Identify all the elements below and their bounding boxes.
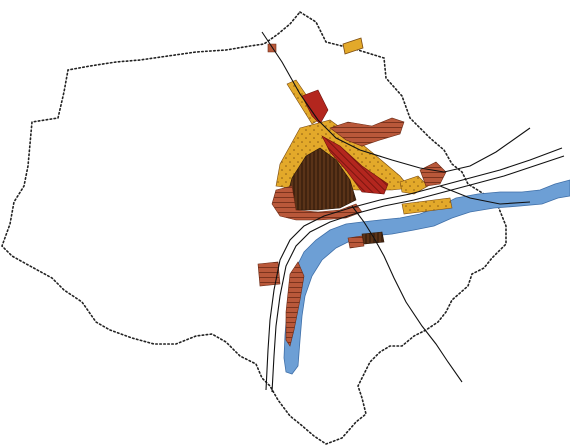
zone-red-wedge: [301, 89, 329, 125]
zone-rust-upper: [329, 117, 405, 147]
land-use-zones: [257, 37, 453, 347]
zone-red-central: [321, 135, 389, 195]
railway-main-b: [271, 155, 565, 393]
railway-south-branch: [351, 205, 463, 383]
zone-ochre-east: [399, 175, 429, 195]
zone-dark-island: [361, 231, 385, 245]
zone-ochre-riverbank: [401, 197, 453, 215]
zone-rust-east: [419, 161, 447, 187]
zone-rust-island: [347, 235, 365, 249]
zone-rust-south-strip: [285, 261, 305, 347]
railway-north-diagonal: [261, 31, 531, 173]
railway-lines: [261, 31, 565, 393]
zone-rust-west: [257, 261, 281, 287]
city-boundary: [1, 10, 507, 445]
railway-main-a: [265, 147, 563, 391]
railway-east-spur: [439, 185, 531, 205]
zone-plot-north: [342, 37, 364, 55]
